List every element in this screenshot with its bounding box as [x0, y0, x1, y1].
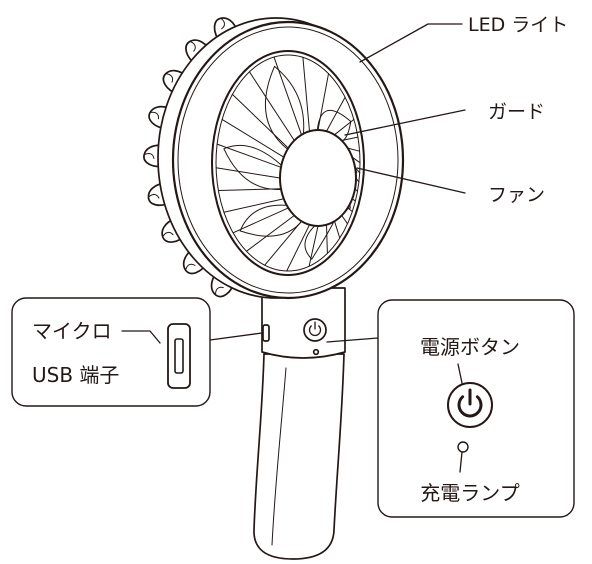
leader-line-micro-usb: [209, 332, 263, 341]
guard-spoke: [341, 136, 359, 141]
guard-spoke: [317, 73, 329, 131]
label-guard: ガード: [488, 101, 545, 123]
micro-usb-port-icon: [262, 324, 270, 342]
guard-spoke: [215, 167, 281, 179]
micro-usb-port-large-icon: [167, 323, 191, 389]
handle-power-button: [303, 318, 327, 342]
fan-blade: [223, 144, 284, 190]
guard-spokes: [215, 56, 361, 272]
leader-line-guard: [344, 109, 466, 136]
lamp-indicator-icon: [457, 441, 469, 473]
fan-hub: [279, 129, 357, 227]
power-icon: [447, 382, 493, 428]
handle-parting-line: [271, 367, 287, 546]
handle-body: [253, 353, 345, 560]
guard-spoke: [221, 118, 285, 158]
guard-spoke: [334, 220, 341, 239]
fan-neck: [261, 287, 346, 359]
guard-spoke: [334, 118, 355, 136]
guard-spoke: [264, 220, 302, 266]
guard-spoke: [217, 188, 282, 191]
guard-spoke: [231, 93, 289, 149]
fan-blade: [264, 65, 305, 151]
guard-spoke: [246, 215, 295, 252]
guard-spoke: [273, 56, 302, 136]
leader-line-fan: [356, 167, 466, 194]
power-inner-leader: [457, 363, 463, 384]
fan-handle: [253, 353, 345, 560]
leader-line-led: [359, 23, 463, 63]
label-micro-usb-line1: マイクロ: [32, 319, 112, 343]
label-fan: ファン: [488, 184, 545, 206]
micro-usb-callout: マイクロ USB 端子: [11, 297, 263, 407]
micro-usb-inner-leader: [121, 330, 161, 344]
leader-line-power: [326, 337, 379, 343]
handle-power-button-ring: [303, 318, 327, 342]
micro-usb-callout-box: [11, 297, 211, 407]
power-callout: 電源ボタン 充電ランプ: [326, 299, 575, 518]
handle-power-icon: [308, 321, 322, 337]
label-led-light: LED ライト: [468, 14, 568, 36]
guard-spoke: [341, 215, 348, 225]
guard-spoke: [302, 56, 310, 132]
guard-spoke: [232, 207, 289, 234]
guard-spoke: [326, 224, 328, 254]
neck-body: [261, 287, 346, 359]
label-charge-lamp: 充電ランプ: [420, 481, 519, 505]
guard-spoke: [223, 198, 285, 213]
guard-spoke: [326, 96, 346, 132]
label-power-button: 電源ボタン: [420, 335, 520, 359]
label-micro-usb-line2: USB 端子: [32, 363, 119, 387]
led-ring-inner-edge: [177, 26, 399, 294]
guard-spoke: [248, 71, 295, 141]
fan-blade: [239, 204, 304, 237]
guard-spoke: [286, 224, 310, 272]
handle-charge-lamp-icon: [312, 348, 320, 356]
guard-spoke: [216, 143, 282, 168]
guard-spoke: [308, 225, 319, 267]
guard-spoke: [347, 147, 361, 152]
